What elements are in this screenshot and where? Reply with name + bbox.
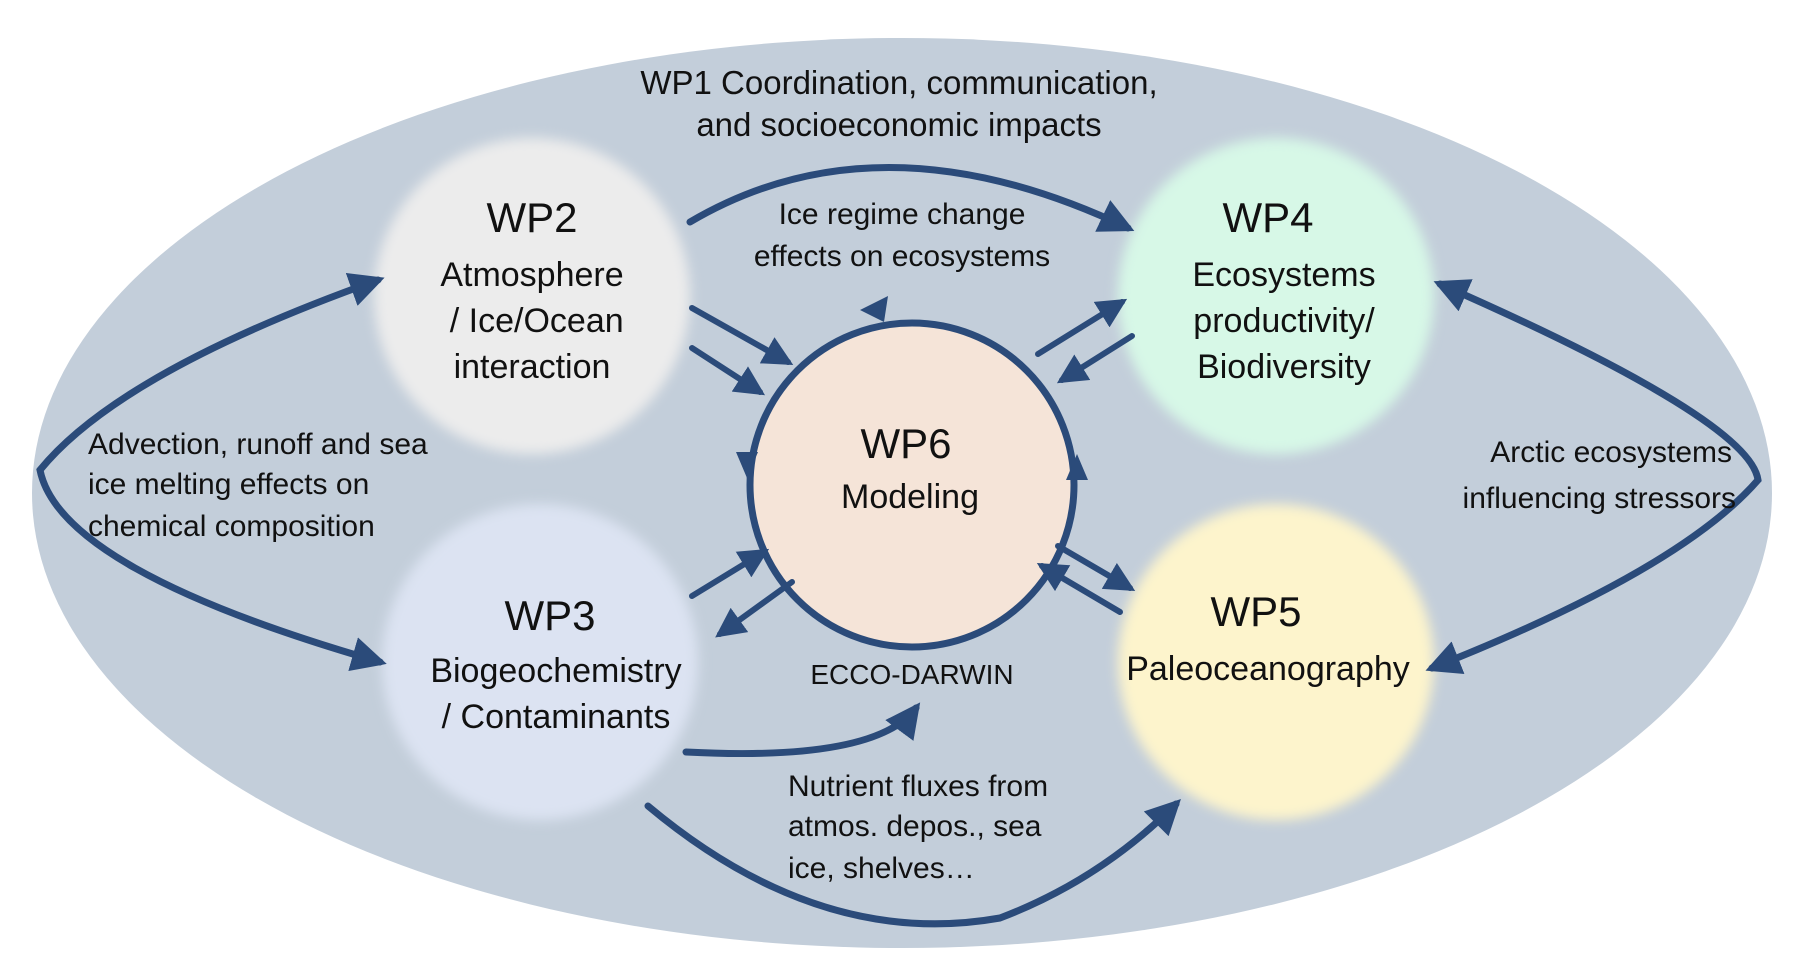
- wp3-line-1: Biogeochemistry: [430, 652, 681, 690]
- wp4-circle[interactable]: [1118, 138, 1434, 454]
- arrow-wp2-wp3-left: [36, 272, 387, 672]
- arrow-wp2-to-wp6: [689, 345, 766, 396]
- arrow-wp4-to-wp6: [1056, 333, 1135, 384]
- wp6-arrowhead-top: [860, 296, 888, 322]
- wp5-title: WP5: [1210, 588, 1301, 635]
- arrow-wp6-to-wp2: [689, 305, 794, 365]
- wp5-line-1: Paleoceanography: [1126, 650, 1410, 688]
- advection-line-2: ice melting effects on: [88, 468, 369, 501]
- arctic-line-1: Arctic ecosystems: [1490, 436, 1732, 469]
- ice-regime-line-2: effects on ecosystems: [754, 240, 1050, 273]
- arrow-wp5-to-wp6: [1036, 562, 1123, 615]
- nutrient-line-3: ice, shelves…: [788, 852, 975, 885]
- wp6-line-1: Modeling: [841, 478, 979, 516]
- wp2-line-1: Atmosphere: [440, 256, 623, 294]
- ice-regime-line-1: Ice regime change: [779, 198, 1026, 231]
- wp4-title: WP4: [1222, 194, 1313, 241]
- wp6-arrowhead-left: [736, 452, 758, 478]
- wp6-circle[interactable]: [746, 319, 1078, 651]
- ecco-darwin-label: ECCO-DARWIN: [810, 659, 1013, 690]
- wp1-title-line2: and socioeconomic impacts: [696, 106, 1101, 143]
- wp2-title: WP2: [486, 194, 577, 241]
- arrow-wp2-to-wp4: [686, 164, 1135, 232]
- wp5-circle[interactable]: [1118, 504, 1434, 820]
- arrow-wp3-to-ecco: [682, 702, 921, 757]
- arrow-wp6-to-wp3: [689, 548, 770, 599]
- wp6-title: WP6: [860, 420, 951, 467]
- wp2-line-3: interaction: [454, 348, 611, 386]
- wp4-line-1: Ecosystems: [1192, 256, 1375, 294]
- wp6-arrowhead-right: [1066, 454, 1088, 480]
- advection-line-1: Advection, runoff and sea: [88, 428, 428, 461]
- wp4-line-2: productivity/: [1193, 302, 1375, 340]
- wp4-line-3: Biodiversity: [1197, 348, 1371, 386]
- wp2-line-2: / Ice/Ocean: [440, 302, 623, 340]
- wp6-cycle-arrowheads: [736, 296, 1088, 480]
- wp3-circle[interactable]: [382, 504, 698, 820]
- arrow-wp6-to-wp4: [1035, 298, 1128, 357]
- arrow-wp3-to-wp6: [715, 579, 795, 638]
- advection-line-3: chemical composition: [88, 510, 375, 543]
- nutrient-line-2: atmos. depos., sea: [788, 810, 1042, 843]
- arrow-wp4-wp5-right: [1425, 279, 1762, 674]
- nutrient-line-1: Nutrient fluxes from: [788, 770, 1048, 803]
- wp3-title: WP3: [504, 592, 595, 639]
- arrow-wp3-to-wp5: [644, 799, 1181, 928]
- arrow-wp6-to-wp5: [1055, 543, 1136, 592]
- wp3-line-2: / Contaminants: [442, 698, 671, 736]
- arctic-line-2: influencing stressors: [1463, 482, 1736, 515]
- wp1-title-line1: WP1 Coordination, communication,: [640, 64, 1157, 101]
- wp2-circle[interactable]: [374, 138, 690, 454]
